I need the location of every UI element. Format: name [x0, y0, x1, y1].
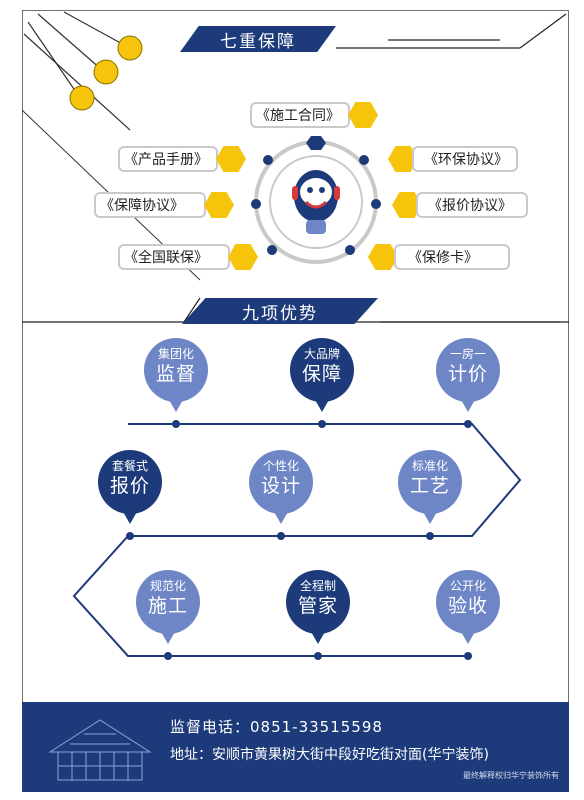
advantage-bubble: 规范化 施工	[136, 570, 200, 644]
phone-text: 监督电话：0851-33515598	[170, 718, 383, 736]
advantage-bubble: 套餐式 报价	[98, 450, 162, 524]
advantage-bubble: 个性化 设计	[249, 450, 313, 524]
item-left-2: 《保障协议》	[94, 192, 206, 218]
item-right-3: 《保修卡》	[394, 244, 510, 270]
page-frame	[22, 10, 569, 792]
mascot-icon	[292, 170, 340, 234]
bulb-icon	[69, 35, 143, 111]
advantage-bubble: 集团化 监督	[144, 338, 208, 412]
house-frame-icon	[48, 719, 152, 781]
section1-title: 七重保障	[180, 26, 336, 52]
advantage-bubble: 标准化 工艺	[398, 450, 462, 524]
section2-title: 九项优势	[182, 298, 378, 324]
item-right-2: 《报价协议》	[416, 192, 528, 218]
hex-icon	[348, 102, 378, 128]
advantage-bubble: 全程制 管家	[286, 570, 350, 644]
address-text: 地址：安顺市黄果树大街中段好吃街对面(华宁装饰)	[170, 747, 489, 763]
item-top: 《施工合同》	[250, 102, 350, 128]
item-left-1: 《产品手册》	[118, 146, 218, 172]
item-left-3: 《全国联保》	[118, 244, 230, 270]
advantage-bubble: 大品牌 保障	[290, 338, 354, 412]
credit-text: 最终解释权归华宁装饰所有	[463, 771, 559, 780]
advantage-bubble: 一房一 计价	[436, 338, 500, 412]
advantage-bubble: 公开化 验收	[436, 570, 500, 644]
item-right-1: 《环保协议》	[412, 146, 518, 172]
footer: 监督电话：0851-33515598 地址：安顺市黄果树大街中段好吃街对面(华宁…	[22, 702, 569, 792]
